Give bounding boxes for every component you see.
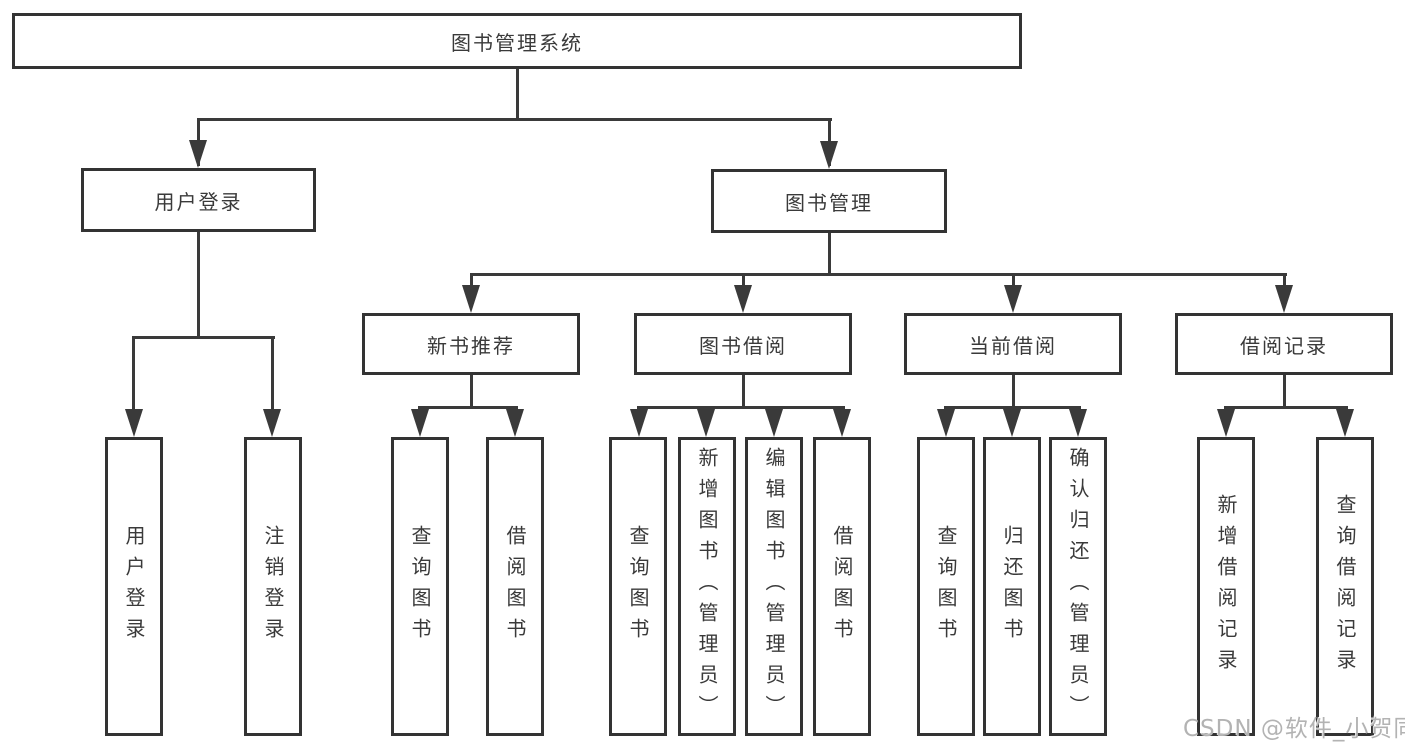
arrowhead-down-icon xyxy=(937,409,955,437)
connector-line xyxy=(132,336,135,415)
node-user-login-label: 用户登录 xyxy=(154,189,243,214)
node-leaf-query-books-1: 查询图书 xyxy=(391,437,449,736)
connector-line xyxy=(742,273,745,293)
arrowhead-down-icon xyxy=(820,141,838,169)
arrowhead-down-icon xyxy=(697,409,715,437)
arrowhead-down-icon xyxy=(1336,409,1354,437)
node-leaf-logout-label: 注销登录 xyxy=(261,524,285,649)
node-leaf-edit-books-admin-label: 编辑图书（管理员） xyxy=(762,447,786,726)
node-current-borrowing-label: 当前借阅 xyxy=(969,333,1057,358)
node-leaf-query-borrow-record: 查询借阅记录 xyxy=(1316,437,1374,736)
arrowhead-down-icon xyxy=(1217,409,1235,437)
node-book-borrowing: 图书借阅 xyxy=(634,313,852,375)
connector-line xyxy=(1283,273,1286,293)
node-leaf-confirm-return-admin: 确认归还（管理员） xyxy=(1049,437,1107,736)
node-leaf-query-borrow-record-label: 查询借阅记录 xyxy=(1333,493,1357,680)
connector-line xyxy=(1012,375,1015,406)
node-leaf-user-login: 用户登录 xyxy=(105,437,163,736)
node-leaf-add-borrow-record-label: 新增借阅记录 xyxy=(1214,493,1238,680)
node-leaf-logout: 注销登录 xyxy=(244,437,302,736)
connector-line xyxy=(197,118,832,121)
node-leaf-return-books: 归还图书 xyxy=(983,437,1041,736)
connector-line xyxy=(132,336,275,339)
node-leaf-confirm-return-admin-label: 确认归还（管理员） xyxy=(1066,447,1090,726)
arrowhead-down-icon xyxy=(506,409,524,437)
connector-line xyxy=(470,375,473,406)
node-book-management: 图书管理 xyxy=(711,169,947,233)
node-leaf-borrow-books-2: 借阅图书 xyxy=(813,437,871,736)
arrowhead-down-icon xyxy=(125,409,143,437)
node-leaf-edit-books-admin: 编辑图书（管理员） xyxy=(745,437,803,736)
node-user-login: 用户登录 xyxy=(81,168,316,232)
node-library-system-label: 图书管理系统 xyxy=(451,30,583,55)
connector-line xyxy=(271,336,274,415)
arrowhead-down-icon xyxy=(462,285,480,313)
node-leaf-borrow-books-2-label: 借阅图书 xyxy=(830,524,854,649)
node-leaf-add-borrow-record: 新增借阅记录 xyxy=(1197,437,1255,736)
node-leaf-query-books-3: 查询图书 xyxy=(917,437,975,736)
node-leaf-borrow-books-1: 借阅图书 xyxy=(486,437,544,736)
node-leaf-user-login-label: 用户登录 xyxy=(122,524,146,649)
connector-line xyxy=(197,232,200,336)
node-borrowing-records-label: 借阅记录 xyxy=(1240,333,1328,358)
arrowhead-down-icon xyxy=(411,409,429,437)
node-book-management-label: 图书管理 xyxy=(785,190,873,215)
connector-line xyxy=(1012,273,1015,293)
node-leaf-return-books-label: 归还图书 xyxy=(1000,524,1024,649)
arrowhead-down-icon xyxy=(734,285,752,313)
arrowhead-down-icon xyxy=(1275,285,1293,313)
node-new-book-recommend: 新书推荐 xyxy=(362,313,580,375)
node-borrowing-records: 借阅记录 xyxy=(1175,313,1393,375)
connector-line xyxy=(742,375,745,406)
node-new-book-recommend-label: 新书推荐 xyxy=(427,333,515,358)
connector-line xyxy=(828,233,831,273)
arrowhead-down-icon xyxy=(833,409,851,437)
connector-line xyxy=(1283,375,1286,406)
node-leaf-add-books-admin: 新增图书（管理员） xyxy=(678,437,736,736)
arrowhead-down-icon xyxy=(765,409,783,437)
csdn-watermark: CSDN @软件_小贺同学 xyxy=(1183,716,1405,742)
node-leaf-add-books-admin-label: 新增图书（管理员） xyxy=(695,447,719,726)
connector-line xyxy=(1224,406,1348,409)
arrowhead-down-icon xyxy=(263,409,281,437)
node-leaf-query-books-3-label: 查询图书 xyxy=(934,524,958,649)
connector-line xyxy=(470,273,1287,276)
arrowhead-down-icon xyxy=(1069,409,1087,437)
connector-line xyxy=(637,406,845,409)
arrowhead-down-icon xyxy=(630,409,648,437)
node-leaf-borrow-books-1-label: 借阅图书 xyxy=(503,524,527,649)
node-leaf-query-books-2: 查询图书 xyxy=(609,437,667,736)
arrowhead-down-icon xyxy=(1004,285,1022,313)
connector-line xyxy=(516,69,519,120)
connector-line xyxy=(470,273,473,293)
node-current-borrowing: 当前借阅 xyxy=(904,313,1122,375)
node-library-system: 图书管理系统 xyxy=(12,13,1022,69)
connector-line xyxy=(418,406,518,409)
node-leaf-query-books-1-label: 查询图书 xyxy=(408,524,432,649)
node-book-borrowing-label: 图书借阅 xyxy=(699,333,787,358)
arrowhead-down-icon xyxy=(189,140,207,168)
arrowhead-down-icon xyxy=(1003,409,1021,437)
node-leaf-query-books-2-label: 查询图书 xyxy=(626,524,650,649)
